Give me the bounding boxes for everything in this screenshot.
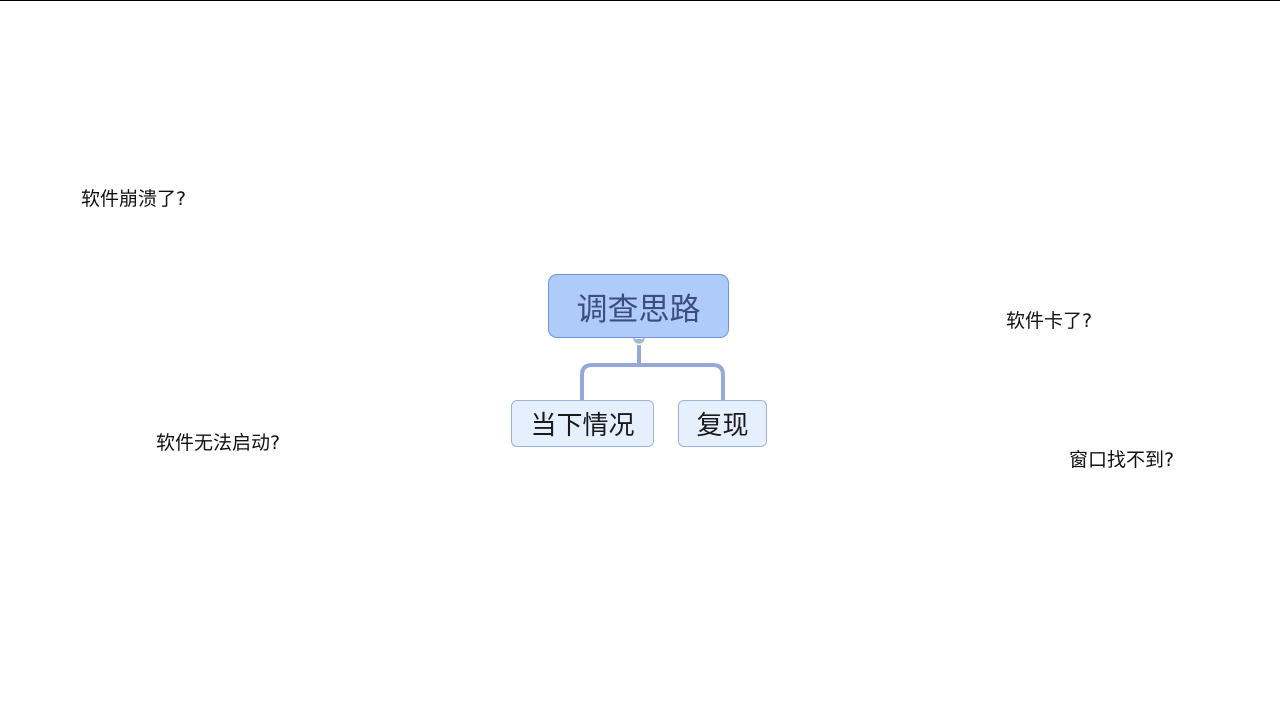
topic-reproduce[interactable]: 复现 bbox=[678, 400, 767, 447]
topic-current-situation[interactable]: 当下情况 bbox=[511, 400, 654, 447]
floating-topic-crash[interactable]: 软件崩溃了? bbox=[81, 188, 187, 210]
root-topic[interactable]: 调查思路 bbox=[548, 274, 729, 338]
floating-topic-cannot-start[interactable]: 软件无法启动? bbox=[156, 432, 281, 454]
floating-topic-window-missing[interactable]: 窗口找不到? bbox=[1069, 449, 1175, 471]
floating-topic-freeze[interactable]: 软件卡了? bbox=[1006, 310, 1093, 332]
